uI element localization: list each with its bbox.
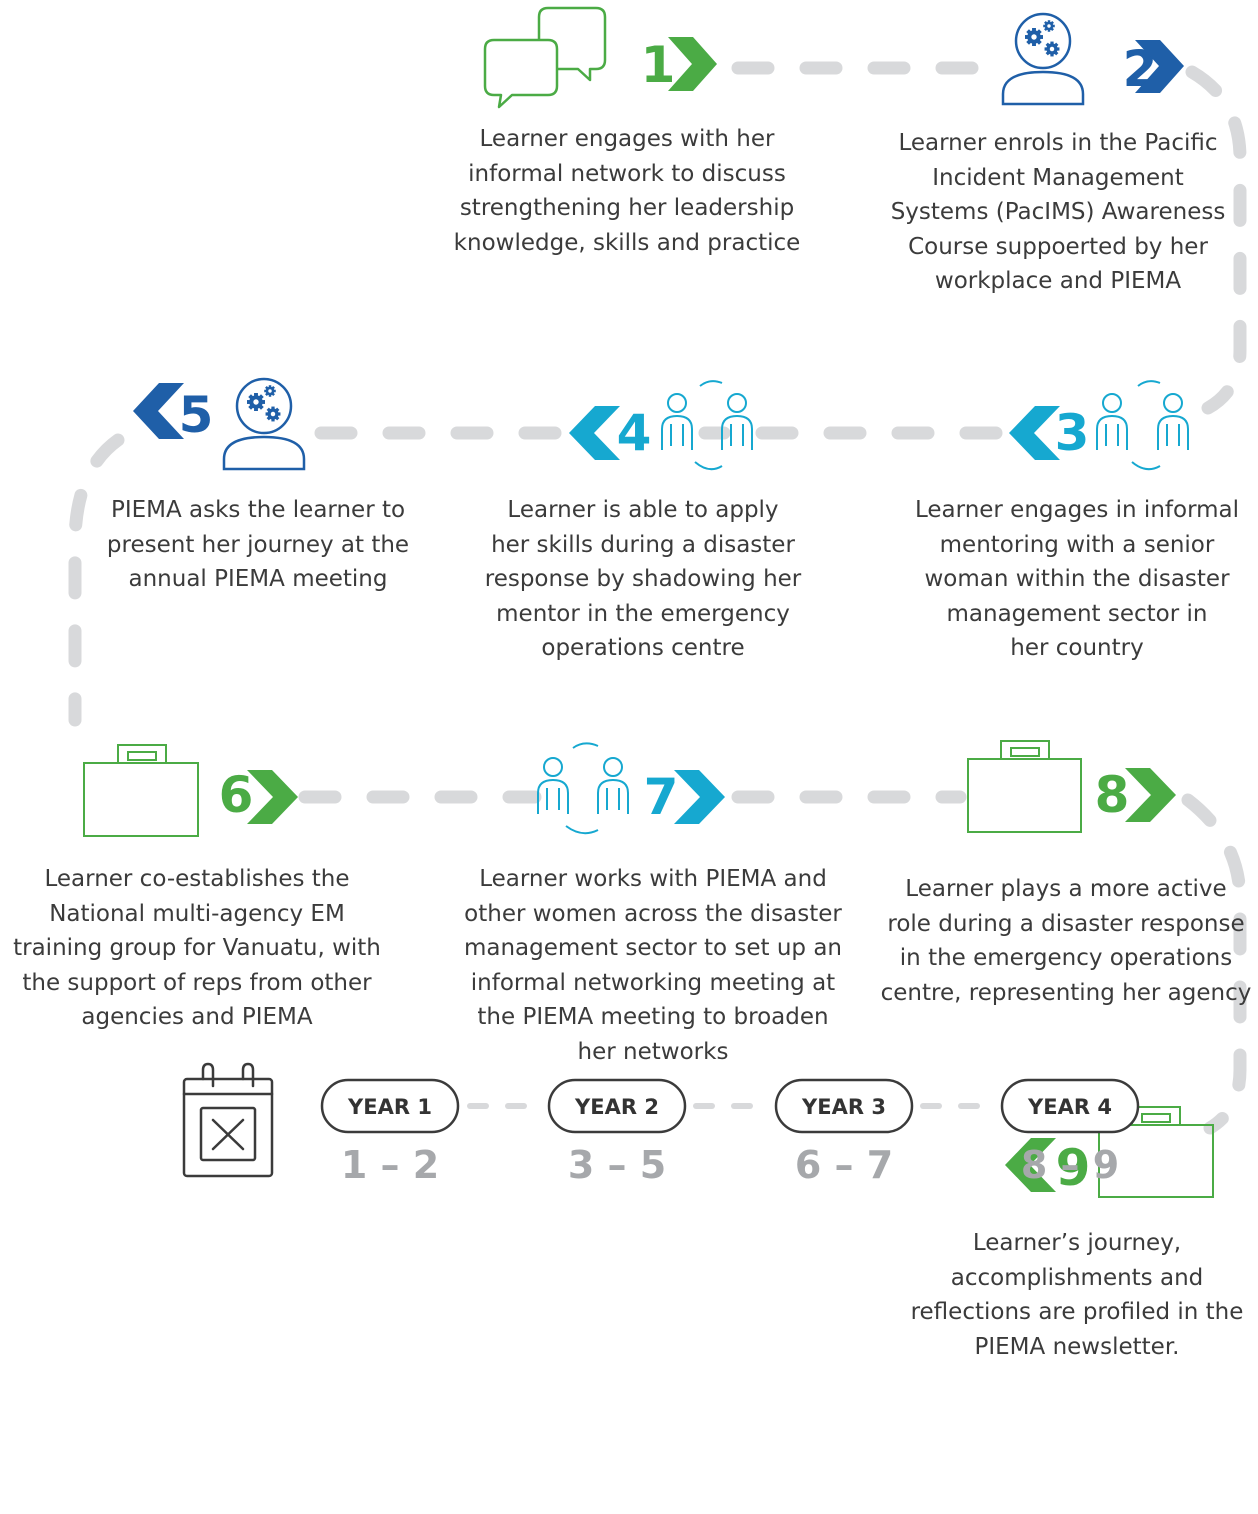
- step-9-description: Learner’s journey, accomplishments and r…: [910, 1230, 1244, 1360]
- mentoring-people-icon: [1096, 380, 1189, 471]
- chevron-left-icon: [569, 406, 620, 460]
- step-4-description: Learner is able to apply her skills duri…: [484, 497, 802, 661]
- step-4-marker: 4: [569, 380, 753, 471]
- step-9-marker: 9: [1005, 1106, 1214, 1198]
- step-number: 3: [1055, 404, 1090, 462]
- step-number: 7: [644, 768, 679, 826]
- step-number: 9: [1056, 1139, 1091, 1197]
- chevron-right-icon: [247, 770, 298, 824]
- chevron-left-icon: [133, 383, 184, 439]
- step-7-marker: 7: [537, 742, 725, 835]
- chevron-left-icon: [1009, 406, 1060, 460]
- calendar-icon: [182, 1062, 274, 1178]
- step-number: 1: [641, 36, 676, 94]
- journey-path: [68, 61, 1247, 1135]
- person-gears-icon: [222, 377, 306, 471]
- chevron-left-icon: [1005, 1138, 1056, 1192]
- year-pill: [547, 1078, 687, 1134]
- mentoring-people-icon: [537, 742, 629, 835]
- chevron-right-icon: [668, 37, 717, 91]
- step-2-description: Learner enrols in the Pacific Incident M…: [890, 130, 1226, 294]
- year-range: 3 – 5: [568, 1143, 666, 1187]
- year-pill: [1000, 1078, 1140, 1134]
- year-pill: [774, 1078, 914, 1134]
- chevron-right-icon: [1125, 768, 1176, 822]
- mentoring-people-icon: [661, 380, 753, 471]
- year-4: YEAR 4 8 – 9: [1000, 1078, 1140, 1187]
- year-label: YEAR 4: [1027, 1095, 1112, 1119]
- step-2-marker: 2: [1001, 12, 1184, 106]
- step-5-description: PIEMA asks the learner to present her jo…: [106, 497, 410, 592]
- person-gears-icon: [1001, 12, 1085, 106]
- step-number: 8: [1095, 766, 1130, 824]
- speech-bubbles-icon: [483, 6, 607, 109]
- chevron-right-icon: [1135, 40, 1184, 93]
- path-2-3: [1185, 65, 1247, 415]
- year-3: YEAR 3 6 – 7: [774, 1078, 914, 1187]
- step-5-marker: 5: [133, 377, 306, 471]
- path-5-6: [68, 433, 125, 727]
- step-number: 6: [219, 766, 254, 824]
- chevron-right-icon: [674, 770, 725, 824]
- step-8-marker: 8: [967, 740, 1176, 833]
- timeline: YEAR 1 1 – 2 YEAR 2 3 – 5 YEAR 3 6 – 7 Y…: [182, 1062, 1140, 1187]
- year-pill: [320, 1078, 460, 1134]
- step-3-marker: 3: [1009, 380, 1189, 471]
- year-range: 8 – 9: [1021, 1143, 1119, 1187]
- step-6-description: Learner co-establishes the National mult…: [13, 866, 381, 1030]
- step-3-description: Learner engages in informal mentoring wi…: [914, 497, 1240, 661]
- year-label: YEAR 1: [347, 1095, 432, 1119]
- year-range: 1 – 2: [341, 1143, 439, 1187]
- step-6-marker: 6: [83, 744, 298, 837]
- year-1: YEAR 1 1 – 2: [320, 1078, 460, 1187]
- year-label: YEAR 3: [801, 1095, 886, 1119]
- year-label: YEAR 2: [574, 1095, 659, 1119]
- path-8-9: [1181, 793, 1247, 1135]
- step-8-description: Learner plays a more active role during …: [880, 876, 1252, 1006]
- briefcase-icon: [83, 744, 199, 837]
- year-range: 6 – 7: [795, 1143, 893, 1187]
- step-number: 4: [617, 404, 652, 462]
- step-7-description: Learner works with PIEMA and other women…: [463, 866, 843, 1065]
- step-1-marker: 1: [483, 6, 717, 109]
- year-2: YEAR 2 3 – 5: [547, 1078, 687, 1187]
- step-1-description: Learner engages with her informal networ…: [453, 126, 801, 256]
- step-number: 5: [179, 386, 214, 444]
- briefcase-icon: [967, 740, 1082, 833]
